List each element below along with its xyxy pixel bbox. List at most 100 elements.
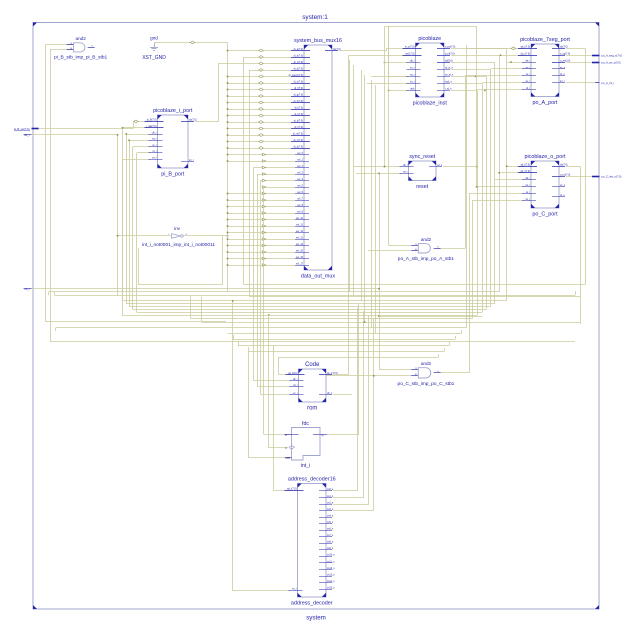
svg-text:sel_5: sel_5 xyxy=(297,184,303,187)
svg-text:I1: I1 xyxy=(70,43,73,45)
svg-text:di_p(7:0): di_p(7:0) xyxy=(294,145,304,148)
svg-text:p_id(7:0): p_id(7:0) xyxy=(445,53,455,56)
svg-text:ad_i(7:0): ad_i(7:0) xyxy=(287,488,297,491)
svg-text:sel_9: sel_9 xyxy=(297,210,303,213)
svg-text:do_i(7:0): do_i(7:0) xyxy=(521,170,531,173)
svg-text:sel_0: sel_0 xyxy=(297,152,303,155)
svg-text:po_A_an_s(3:0): po_A_an_s(3:0) xyxy=(602,60,621,64)
svg-text:di_m(7:0): di_m(7:0) xyxy=(293,132,303,135)
svg-text:sel_1: sel_1 xyxy=(297,158,303,161)
svg-text:sel_3: sel_3 xyxy=(297,171,303,174)
svg-text:system_bus_mux16: system_bus_mux16 xyxy=(294,38,342,44)
svg-text:pi_B_sw(7:0): pi_B_sw(7:0) xyxy=(14,127,30,131)
svg-text:in_p(7:0): in_p(7:0) xyxy=(405,46,415,49)
svg-text:cs0_s: cs0_s xyxy=(327,488,334,491)
svg-text:cs5_s: cs5_s xyxy=(327,521,334,524)
svg-text:cs9_s: cs9_s xyxy=(327,547,334,550)
svg-text:ad(9:0): ad(9:0) xyxy=(445,60,453,63)
svg-text:data_out_mux: data_out_mux xyxy=(301,273,335,279)
svg-text:reset: reset xyxy=(416,184,428,190)
svg-text:rst_i: rst_i xyxy=(403,171,408,174)
svg-text:picoblaze_inst: picoblaze_inst xyxy=(413,100,448,106)
svg-text:clk_i: clk_i xyxy=(410,60,415,63)
svg-text:sel_4: sel_4 xyxy=(297,178,303,181)
svg-text:O: O xyxy=(91,46,93,48)
svg-text:cs_i: cs_i xyxy=(152,144,157,147)
svg-text:rom: rom xyxy=(307,405,317,411)
svg-text:rd_st_s: rd_st_s xyxy=(445,67,454,70)
svg-text:CLR: CLR xyxy=(285,457,290,460)
svg-text:sel_6: sel_6 xyxy=(297,191,303,194)
svg-text:I0: I0 xyxy=(70,48,73,50)
svg-text:po_A_port: po_A_port xyxy=(533,100,558,106)
svg-text:sel_14: sel_14 xyxy=(296,243,304,246)
svg-text:di_return(7:0): di_return(7:0) xyxy=(289,74,304,77)
svg-text:cs15_s: cs15_s xyxy=(327,586,335,589)
svg-text:cs8_s: cs8_s xyxy=(327,541,334,544)
svg-text:int_r: int_r xyxy=(189,159,194,162)
svg-text:cs11_s: cs11_s xyxy=(327,560,335,563)
svg-text:cs6_s: cs6_s xyxy=(327,528,334,531)
svg-text:C: C xyxy=(285,446,287,450)
svg-text:wr_st_s: wr_st_s xyxy=(445,74,454,77)
svg-text:D: D xyxy=(285,433,287,437)
svg-text:sel_15: sel_15 xyxy=(296,249,304,252)
svg-text:do_i(17:0): do_i(17:0) xyxy=(327,372,338,375)
svg-text:fdc: fdc xyxy=(302,421,309,427)
svg-text:picoblaze_7seg_port: picoblaze_7seg_port xyxy=(520,37,570,43)
svg-text:rd_i: rd_i xyxy=(526,87,530,90)
svg-text:cs_i: cs_i xyxy=(526,73,531,76)
svg-text:rd_i: rd_i xyxy=(153,150,157,153)
svg-text:di_h(7:0): di_h(7:0) xyxy=(294,100,304,103)
svg-text:po_C_led_s(7:0): po_C_led_s(7:0) xyxy=(602,175,622,179)
svg-text:po_C_port: po_C_port xyxy=(532,211,558,217)
svg-text:cs10_s: cs10_s xyxy=(327,554,335,557)
svg-text:en_i: en_i xyxy=(292,588,297,591)
svg-text:do(7:0): do(7:0) xyxy=(333,48,341,51)
svg-text:system:1: system:1 xyxy=(302,14,328,21)
svg-text:do(7:0): do(7:0) xyxy=(560,46,568,49)
svg-text:do(7:0): do(7:0) xyxy=(560,164,568,167)
svg-text:rst_i: rst_i xyxy=(525,66,530,69)
svg-text:wr_i: wr_i xyxy=(152,157,157,160)
svg-text:di_a(7:0): di_a(7:0) xyxy=(294,48,304,51)
svg-text:sel_16: sel_16 xyxy=(296,256,304,259)
svg-text:rdl_s: rdl_s xyxy=(327,392,333,395)
svg-text:ad_i(7:0): ad_i(7:0) xyxy=(521,46,531,49)
svg-text:po_A_seg_s(7:0): po_A_seg_s(7:0) xyxy=(602,54,623,58)
svg-text:sel_17: sel_17 xyxy=(296,262,304,265)
svg-text:and2: and2 xyxy=(421,237,432,242)
svg-text:clk_i: clk_i xyxy=(152,131,157,134)
svg-text:cs1_s: cs1_s xyxy=(327,495,334,498)
svg-text:clk_i: clk_i xyxy=(403,164,408,167)
svg-text:I0: I0 xyxy=(415,249,418,251)
svg-text:Q: Q xyxy=(322,433,324,437)
svg-text:rst_s: rst_s xyxy=(437,164,443,167)
svg-text:ad_i(7:0): ad_i(7:0) xyxy=(521,164,531,167)
svg-text:Code: Code xyxy=(305,362,320,368)
svg-text:di_i(7:0): di_i(7:0) xyxy=(294,106,303,109)
svg-text:di_g(7:0): di_g(7:0) xyxy=(294,93,304,96)
svg-text:o_po(7:0): o_po(7:0) xyxy=(560,174,570,177)
svg-text:O: O xyxy=(437,371,439,373)
svg-text:rst_i: rst_i xyxy=(525,184,530,187)
svg-text:di_e(7:0): di_e(7:0) xyxy=(294,80,304,83)
svg-text:di_c(7:0): di_c(7:0) xyxy=(294,61,304,64)
svg-text:di_b(7:0): di_b(7:0) xyxy=(294,54,304,57)
svg-text:rst_i: rst_i xyxy=(410,74,415,77)
svg-text:di_d(7:0): di_d(7:0) xyxy=(294,67,304,70)
svg-text:gnd: gnd xyxy=(150,35,158,40)
svg-text:cs2_s: cs2_s xyxy=(327,501,334,504)
svg-text:I0: I0 xyxy=(415,374,418,376)
svg-text:wr_s: wr_s xyxy=(560,66,566,69)
svg-text:clk_i: clk_i xyxy=(24,133,30,137)
svg-text:cs7_s: cs7_s xyxy=(327,534,334,537)
svg-text:cs3_s: cs3_s xyxy=(327,508,334,511)
svg-text:di_f(7:0): di_f(7:0) xyxy=(294,87,303,90)
svg-text:int_i_not0001_imp_int_i_not000: int_i_not0001_imp_int_i_not00011 xyxy=(142,242,215,248)
svg-text:ad_i(9:0): ad_i(9:0) xyxy=(288,372,298,375)
svg-text:wr_i: wr_i xyxy=(526,80,531,83)
svg-text:di_n(7:0): di_n(7:0) xyxy=(294,139,304,142)
svg-text:di_k(7:0): di_k(7:0) xyxy=(294,119,304,122)
svg-text:rst_i: rst_i xyxy=(24,287,29,291)
